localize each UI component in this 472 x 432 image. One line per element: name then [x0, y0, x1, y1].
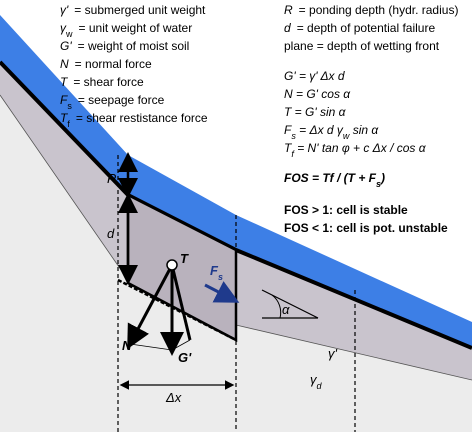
equation-2: N = G' cos α — [284, 87, 351, 101]
equation-1: G' = γ' Δx d — [284, 69, 345, 83]
svg-text:d= depth of potential failure: d = depth of potential failure — [284, 21, 435, 35]
svg-text:N= normal force: N = normal force — [60, 57, 152, 71]
T-projection-thin — [171, 339, 191, 351]
legend-def-4: = shear force — [73, 75, 144, 89]
legend-def-0: = submerged unit weight — [74, 3, 206, 17]
legend-R-def: = ponding depth (hydr. radius) — [299, 3, 459, 17]
label-alpha: α — [282, 302, 290, 317]
fos-stable: FOS > 1: cell is stable — [284, 203, 408, 217]
legend-sub-1: w — [65, 29, 73, 39]
label-Fs: F — [210, 263, 219, 278]
legend-sym-6: T — [60, 111, 69, 125]
label-Fs-sub: s — [218, 272, 223, 282]
label-gamma-d: γ — [310, 372, 318, 387]
equation-4-b: = Δx d γ — [296, 123, 344, 137]
legend-sym-0: γ' — [60, 3, 69, 17]
legend-R-sym: R — [284, 3, 293, 17]
equation-4-a: F — [284, 123, 292, 137]
label-R: R — [107, 171, 116, 186]
legend-sym-2: G' — [60, 39, 72, 53]
svg-text:FOS = Tf / (T + Fs): FOS = Tf / (T + Fs) — [284, 171, 385, 189]
svg-text:Tf = N' tan φ + c Δx / cos α: Tf = N' tan φ + c Δx / cos α — [284, 141, 427, 159]
legend-right: R = ponding depth (hydr. radius) d = depth… — [284, 3, 458, 53]
svg-text:G'= weight of moist soil: G' = weight of moist soil — [60, 39, 189, 53]
legend-d-def2: plane = depth of wetting front — [284, 39, 440, 53]
equation-5-a: T — [284, 141, 293, 155]
legend-left: γ' = submerged unit weight γw = unit weigh… — [60, 3, 208, 129]
alpha-arc — [271, 294, 282, 319]
water-layer — [0, 15, 472, 348]
legend-def-1: = unit weight of water — [79, 21, 193, 35]
legend-def-3: = normal force — [75, 57, 152, 71]
label-dx: Δx — [165, 390, 182, 405]
label-T: T — [180, 251, 189, 266]
legend-sym-3: N — [60, 57, 69, 71]
fos-formula-sub: s — [376, 179, 381, 189]
legend-d-def: = depth of potential failure — [297, 21, 436, 35]
svg-text:γ'= submerged unit weight: γ' = submerged unit weight — [60, 3, 206, 17]
alpha-slope-line — [261, 289, 319, 319]
fos-formula: FOS = Tf / (T + F — [284, 171, 377, 185]
svg-text:R= ponding depth (hydr. radius: R = ponding depth (hydr. radius) — [284, 3, 458, 17]
equation-5-b: = N' tan φ + c Δx / cos α — [294, 141, 427, 155]
failure-plane — [117, 278, 237, 342]
equation-4-sub2: w — [343, 131, 350, 141]
legend-sub-5: s — [67, 101, 72, 111]
svg-text:Tf= shear restistance force: Tf = shear restistance force — [60, 111, 208, 129]
legend-sub-6: f — [67, 119, 70, 129]
N-force-arrow — [127, 264, 174, 350]
svg-text:T= shear force: T = shear force — [60, 75, 144, 89]
svg-text:γd: γd — [310, 372, 323, 391]
equation-4-c: sin α — [349, 123, 379, 137]
svg-text:Fs: Fs — [210, 263, 223, 282]
svg-text:Fs= seepage force: Fs = seepage force — [60, 93, 165, 111]
force-origin-point — [166, 259, 178, 271]
fos-formula-end: ) — [379, 171, 385, 185]
diagram-labels: R d T Fs N G' α γ' γd Δx — [107, 171, 338, 405]
T-force-line — [170, 264, 192, 341]
legend-def-6: = shear restistance force — [76, 111, 208, 125]
equations: G' = γ' Δx d N = G' cos α T = G' sin α F… — [284, 69, 427, 159]
Fs-force-arrow — [204, 281, 240, 303]
legend-sym-1: γ — [60, 21, 67, 35]
fos-unstable: FOS < 1: cell is pot. unstable — [284, 221, 448, 235]
equation-4-sub: s — [291, 131, 296, 141]
label-G: G' — [178, 350, 192, 365]
label-gamma-d-sub: d — [317, 381, 323, 391]
label-gamma-prime: γ' — [328, 346, 338, 361]
label-N: N — [122, 338, 132, 353]
equation-3: T = G' sin α — [284, 105, 347, 119]
legend-def-5: = seepage force — [78, 93, 165, 107]
svg-text:Fs = Δx d γw sin α: Fs = Δx d γw sin α — [284, 123, 379, 141]
equation-5-sub: f — [291, 149, 295, 159]
label-d: d — [107, 226, 115, 241]
N-projection-thin — [129, 343, 173, 351]
legend-sym-5: F — [60, 93, 68, 107]
legend-d-sym: d — [284, 21, 291, 35]
legend-def-2: = weight of moist soil — [78, 39, 190, 53]
svg-text:γw= unit weight of water: γw = unit weight of water — [60, 21, 192, 39]
fos-block: FOS = Tf / (T + Fs) FOS > 1: cell is sta… — [284, 171, 448, 235]
legend-sym-4: T — [60, 75, 69, 89]
